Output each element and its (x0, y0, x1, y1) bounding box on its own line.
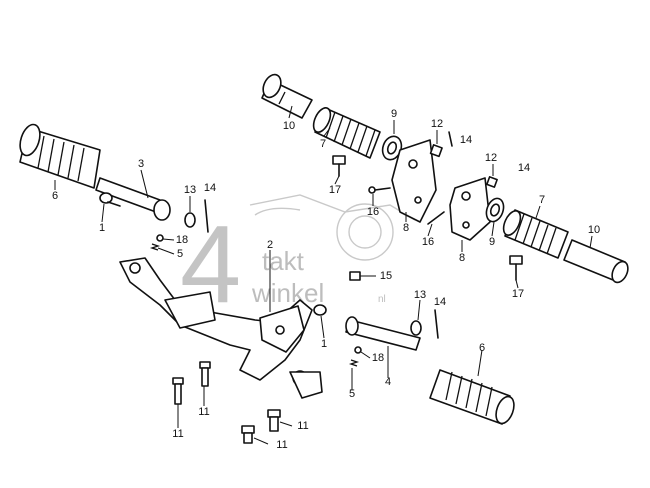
callout-16-left: 16 (367, 206, 379, 218)
callout-8-left: 8 (403, 222, 409, 234)
pin-1-left (99, 192, 121, 207)
callout-17-left: 17 (329, 184, 341, 196)
callout-14-right: 14 (518, 162, 530, 174)
watermark-suffix: nl (378, 294, 386, 305)
front-footpeg-rubber-left (19, 123, 101, 189)
washer-9-right (485, 197, 505, 223)
callout-1-right: 1 (321, 338, 327, 350)
callout-12-left: 12 (431, 118, 443, 130)
callout-8-right: 8 (459, 252, 465, 264)
pin-16-left (368, 186, 391, 194)
rear-footpeg-rubber-left (312, 107, 381, 159)
washer-13-left (184, 212, 196, 228)
bolt-17-left (332, 155, 346, 177)
callout-10-right: 10 (588, 224, 600, 236)
callout-5-left: 5 (177, 248, 183, 260)
clip-18-right (354, 346, 362, 354)
rear-footpeg-shaft-right (563, 239, 629, 284)
callout-9-right: 9 (489, 236, 495, 248)
leader-lines (54, 105, 593, 445)
spring-5-right (348, 359, 360, 367)
bolt-17-right (509, 255, 523, 281)
peg-bracket-8-left (391, 139, 437, 223)
callout-labels: 10 7 9 12 14 12 14 17 16 8 16 8 9 7 10 1… (52, 108, 600, 451)
callout-6-left: 6 (52, 190, 58, 202)
nut-12-right (486, 176, 498, 188)
callout-13-right: 13 (414, 289, 426, 301)
bolt-11-b (199, 361, 211, 387)
callout-11-b: 11 (198, 406, 209, 418)
nut-12-left (429, 144, 443, 158)
callout-7-right: 7 (539, 194, 545, 206)
callout-18-right: 18 (372, 352, 384, 364)
rear-footpeg-shaft-left (261, 73, 313, 119)
pin-16-right (427, 211, 445, 225)
callout-2: 2 (267, 239, 273, 251)
pin-1-right (313, 304, 327, 316)
cotter-pin-14-left (448, 131, 453, 147)
callout-11-c: 11 (297, 420, 308, 432)
callout-3: 3 (138, 158, 144, 170)
footpeg-shaft-3 (95, 177, 171, 221)
bolt-11-d (241, 425, 255, 444)
callout-10-left: 10 (283, 120, 295, 132)
rear-footpeg-rubber-right (502, 209, 569, 259)
cotter-14-left (204, 199, 209, 233)
bolt-11-a (172, 377, 184, 405)
watermark-line2: winkel (251, 278, 324, 308)
front-footpeg-rubber-right (429, 369, 515, 425)
bolt-15 (349, 271, 361, 281)
peg-bracket-8-right (449, 177, 491, 241)
spring-5-left (149, 243, 161, 251)
footpeg-shaft-4 (345, 316, 421, 351)
callout-7-left: 7 (320, 138, 326, 150)
callout-14-left-front: 14 (204, 182, 216, 194)
callout-18-left: 18 (176, 234, 188, 246)
callout-16-right: 16 (422, 236, 434, 248)
callout-12-right: 12 (485, 152, 497, 164)
callout-14-left: 14 (460, 134, 472, 146)
watermark-line1: takt (262, 246, 305, 276)
callout-9-left: 9 (391, 108, 397, 120)
callout-11-a: 11 (172, 428, 183, 440)
callout-13-left: 13 (184, 184, 196, 196)
washer-13-right (410, 320, 422, 336)
callout-1-left: 1 (99, 222, 105, 234)
footpeg-bar-2 (119, 257, 323, 399)
callout-17-right: 17 (512, 288, 524, 300)
callout-11-d: 11 (276, 439, 287, 451)
callout-5-right: 5 (349, 388, 355, 400)
clip-18-left (156, 234, 164, 242)
callout-6-right: 6 (479, 342, 485, 354)
cotter-14-right (434, 309, 439, 339)
callout-14-right-front: 14 (434, 296, 446, 308)
callout-15: 15 (380, 270, 392, 282)
callout-4: 4 (385, 376, 391, 388)
washer-9-left (381, 135, 403, 161)
bolt-11-c (267, 409, 281, 432)
